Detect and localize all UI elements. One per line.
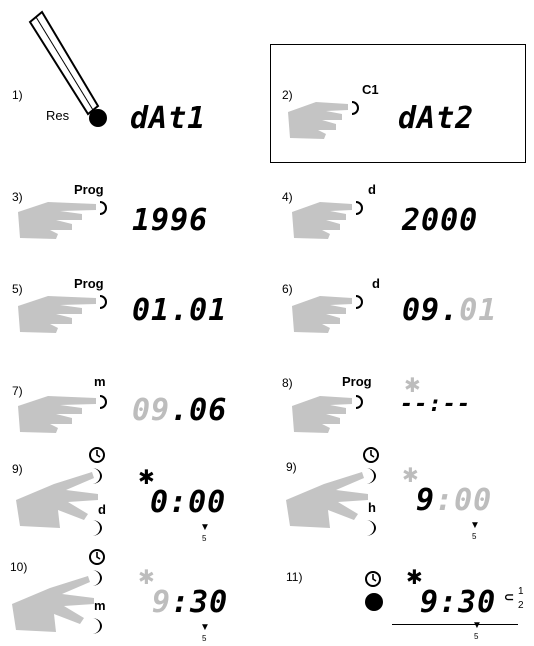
moon-icon [362,466,380,486]
moon-icon [362,518,380,538]
display-step-9b: 9:00 [416,486,492,516]
hour-button-label: h [368,500,376,515]
display-step-6: 09.01 [402,296,497,326]
display-step-7: 09.06 [132,396,227,426]
marker-number: 5 [202,634,206,643]
day-button-label: d [368,182,376,197]
day-button-label: d [98,502,106,517]
display-step-3: 1996 [132,206,208,236]
full-circle-icon [364,592,384,612]
pointing-hand-icon [16,198,112,240]
channel-1-label: 1 [518,586,524,597]
display-step-2: dAt2 [398,104,474,134]
display-step-4: 2000 [402,206,478,236]
marker-arrow-icon: ▼ [472,620,482,631]
pointing-hand-icon [16,292,112,334]
step-8-number: 8) [282,376,293,390]
clock-icon [364,570,382,588]
display-step-6-active: 09. [402,293,459,328]
display-step-10-blink: 9 [152,585,171,620]
pointing-hand-icon [290,198,370,240]
display-step-5: 01.01 [132,296,227,326]
marker-number: 5 [474,632,478,641]
step-11-number: 11) [286,570,302,584]
marker-number: 5 [472,532,476,541]
marker-arrow-icon: ▼ [470,520,480,531]
display-step-9b-blink: :00 [435,483,492,518]
clock-icon [88,446,106,464]
moon-icon [88,616,106,636]
pointing-hand-icon [16,392,112,434]
spread-hand-icon [14,470,124,530]
day-button-label: d [372,276,380,291]
display-step-6-blink: 01 [459,293,497,328]
pointing-hand-icon [290,292,370,334]
display-step-10: 9:30 [152,588,228,618]
step-10-number: 10) [10,560,27,574]
pointing-hand-icon [290,392,370,434]
channel-2-label: 2 [518,600,524,611]
month-button-label: m [94,374,106,389]
marker-arrow-icon: ▼ [200,522,210,533]
moon-icon [88,466,106,486]
display-step-10-active: :30 [171,585,228,620]
display-step-8: --:-- [400,390,471,420]
display-step-9a: 0:00 [150,488,226,518]
button-c1-label: C1 [362,82,379,97]
prog-button-label: Prog [74,182,104,197]
clock-icon [362,446,380,464]
moon-icon [88,568,106,588]
minute-button-label: m [94,598,106,613]
marker-number: 5 [202,534,206,543]
display-step-7-blink: 09 [132,393,170,428]
pointing-hand-icon [286,98,366,140]
channel-indicator-icon: ⊂ [504,590,514,604]
prog-button-label: Prog [342,374,372,389]
prog-button-label: Prog [74,276,104,291]
reset-label: Res [46,108,69,123]
display-step-7-active: .06 [170,393,227,428]
display-step-9b-active: 9 [416,483,435,518]
moon-icon [88,518,106,538]
baseline-rule [392,624,518,625]
display-step-1: dAt1 [130,104,206,134]
clock-icon [88,548,106,566]
display-step-11: 9:30 [420,588,496,618]
marker-arrow-icon: ▼ [200,622,210,633]
